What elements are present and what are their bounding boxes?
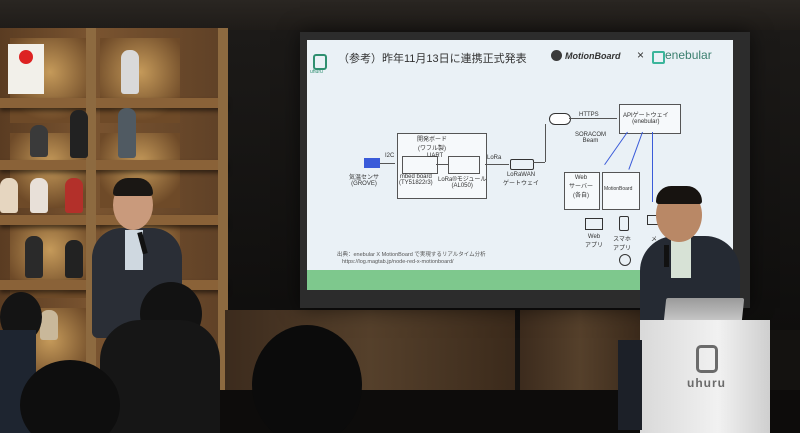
enebular-logo-icon bbox=[652, 51, 665, 64]
smartphone-app-label: スマホ アプリ bbox=[613, 237, 632, 252]
sensor-label: 気温センサ (GROVE) bbox=[349, 175, 380, 187]
shelf-board bbox=[0, 160, 228, 170]
connector bbox=[533, 162, 545, 163]
motionboard-logo-text: MotionBoard bbox=[565, 51, 621, 61]
web-app-label: Web アプリ bbox=[585, 234, 604, 249]
web-server-box bbox=[564, 172, 600, 210]
figurine bbox=[70, 110, 88, 158]
figurine bbox=[65, 240, 83, 278]
figurine bbox=[40, 310, 58, 340]
uhuru-logo-icon bbox=[313, 54, 327, 70]
uhuru-logo-text: uhuru bbox=[310, 69, 323, 75]
connector bbox=[652, 132, 653, 202]
lora-module-label: LoRa®モジュール (AL050) bbox=[438, 177, 487, 189]
brand-separator: × bbox=[637, 48, 645, 62]
cloud-icon bbox=[549, 113, 571, 125]
microphone-icon bbox=[664, 245, 669, 267]
slide-accent-bar bbox=[307, 270, 733, 290]
api-gateway-label: APIゲートウェイ (enebular) bbox=[623, 113, 669, 125]
connector bbox=[485, 164, 509, 165]
figurine bbox=[118, 108, 136, 158]
shelf-board bbox=[0, 215, 228, 225]
connector bbox=[604, 131, 628, 166]
connector bbox=[628, 131, 643, 170]
i2c-label: I2C bbox=[385, 153, 395, 159]
laptop-icon bbox=[585, 218, 603, 230]
audience-head bbox=[20, 360, 120, 433]
hair bbox=[113, 178, 153, 196]
https-label: HTTPS bbox=[579, 112, 599, 118]
gateway-icon bbox=[510, 159, 534, 170]
smartphone-icon bbox=[619, 216, 629, 231]
enebular-logo-text: enebular bbox=[665, 48, 712, 62]
motionboard-logo-icon bbox=[551, 50, 562, 61]
figurine bbox=[30, 178, 48, 213]
connector bbox=[380, 163, 395, 164]
olympic-poster bbox=[8, 44, 44, 94]
connector bbox=[436, 164, 448, 165]
sensor-icon bbox=[364, 158, 380, 168]
uart-label: UART bbox=[427, 153, 444, 159]
api-gateway-box bbox=[619, 104, 681, 134]
laptop bbox=[663, 298, 745, 322]
hair bbox=[656, 186, 702, 204]
slide-title: （参考）昨年11月13日に連携正式発表 bbox=[338, 53, 527, 65]
footer-url: https://log.magtab.jp/node-red-x-motionb… bbox=[342, 259, 454, 265]
audience-body bbox=[100, 320, 220, 433]
podium bbox=[640, 320, 770, 433]
connector bbox=[569, 118, 617, 119]
web-server-label: Web サーバー (各自) bbox=[569, 175, 593, 199]
figurine bbox=[0, 178, 18, 213]
lora-module-box bbox=[448, 156, 480, 174]
lora-label: LoRa bbox=[487, 155, 502, 161]
shelf-post bbox=[86, 28, 96, 408]
audience-head bbox=[252, 325, 362, 433]
shirt bbox=[671, 238, 691, 278]
mbed-label: mbed board (TY51822r3) bbox=[399, 174, 433, 186]
footer-source: 出典：enebular X MotionBoard で実現するリアルタイム分析 bbox=[337, 252, 486, 258]
uhuru-podium-logo-icon bbox=[696, 345, 718, 373]
devboard-title: 開発ボード (ワフル製) bbox=[417, 137, 448, 152]
shelf-post bbox=[218, 28, 228, 408]
red-circle-icon bbox=[19, 50, 33, 64]
mbed-box bbox=[402, 156, 438, 174]
figurine bbox=[25, 236, 43, 278]
mail-label: メ bbox=[651, 237, 658, 243]
figurine bbox=[30, 125, 48, 157]
motionboard-box-label: MotionBoard bbox=[604, 186, 633, 192]
soracom-label: SORACOM Beam bbox=[575, 132, 607, 144]
motionboard-box bbox=[602, 172, 640, 210]
figurine bbox=[65, 178, 83, 213]
gateway-label: LoRaWAN ゲートウェイ bbox=[503, 172, 540, 187]
connector bbox=[545, 124, 546, 162]
speaker-right-leg bbox=[618, 340, 642, 430]
shelf-board bbox=[0, 98, 228, 108]
podium-logo-text: uhuru bbox=[687, 376, 726, 390]
user-icon bbox=[619, 254, 631, 266]
shelf-cell bbox=[100, 38, 180, 123]
figurine bbox=[121, 50, 139, 94]
